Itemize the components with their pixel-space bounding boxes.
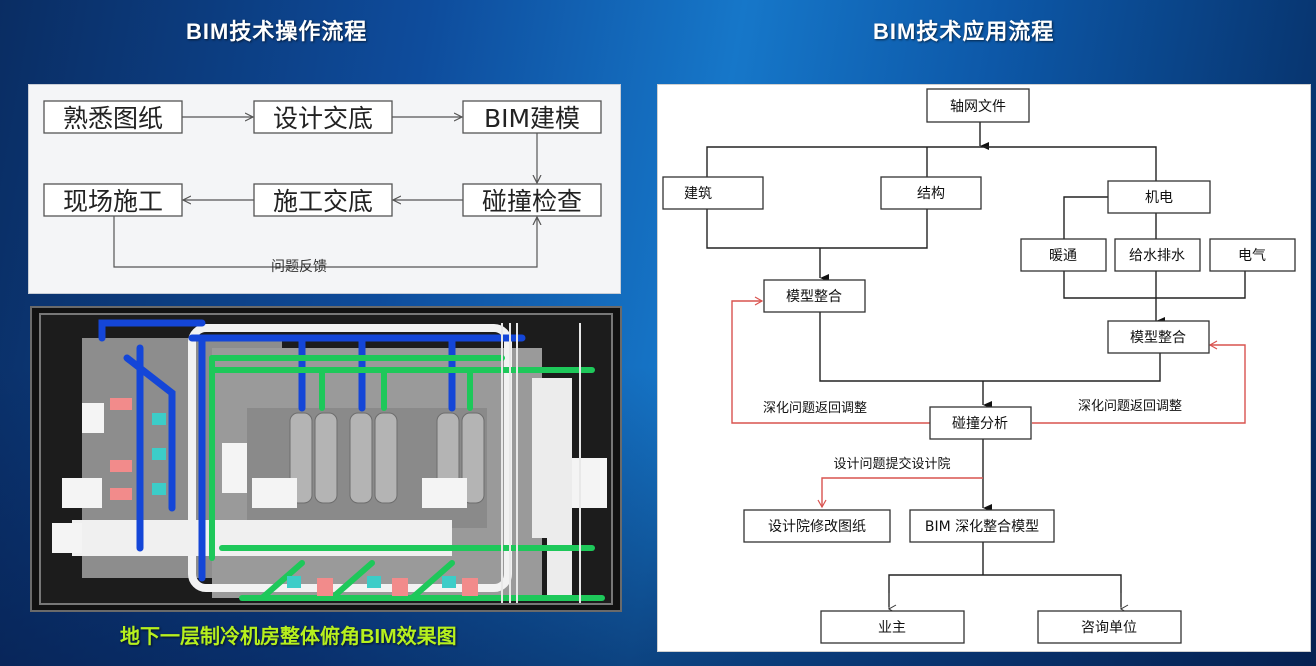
app-feedback-right-line [1032, 340, 1246, 424]
node-mep: 机电 [1107, 180, 1211, 214]
bim-render-image [30, 306, 622, 612]
label-feedback-right: 深化问题返回调整 [1078, 399, 1182, 414]
svg-text:熟悉图纸: 熟悉图纸 [63, 104, 163, 133]
svg-text:咨询单位: 咨询单位 [1081, 620, 1137, 636]
svg-text:设计院修改图纸: 设计院修改图纸 [768, 519, 866, 535]
node-owner: 业主 [820, 610, 965, 644]
ops-flow-diagram: 熟悉图纸 设计交底 BIM建模 碰撞检查 施工交底 现场施工 问题反馈 [43, 100, 602, 275]
node-merge-right: 模型整合 [1107, 320, 1210, 354]
svg-text:业主: 业主 [878, 620, 906, 636]
chiller-room-render [32, 308, 620, 610]
app-merge-left-line [819, 312, 1000, 382]
node-axis-file: 轴网文件 [926, 88, 1030, 123]
node-plumbing: 给水排水 [1114, 238, 1201, 272]
app-mep-join [1063, 271, 1246, 299]
app-flow-panel: 轴网文件 建筑 结构 机电 暖通 给水排水 电气 模型整合 模型整合 碰撞分析 … [657, 84, 1311, 652]
ops-step-2: 设计交底 [253, 100, 393, 134]
ops-step-3: BIM建模 [462, 100, 602, 134]
svg-text:给水排水: 给水排水 [1129, 248, 1185, 264]
node-design-revise: 设计院修改图纸 [743, 509, 891, 543]
app-submit-line [817, 477, 983, 509]
svg-text:BIM 深化整合模型: BIM 深化整合模型 [925, 519, 1039, 535]
node-bim-model: BIM 深化整合模型 [909, 509, 1055, 543]
node-architecture: 建筑 [662, 176, 764, 210]
render-caption: 地下一层制冷机房整体俯角BIM效果图 [120, 626, 457, 648]
app-branch-line [706, 146, 1157, 181]
node-merge-left: 模型整合 [763, 279, 866, 313]
node-electrical: 电气 [1209, 238, 1296, 272]
node-structure: 结构 [880, 176, 982, 210]
svg-text:施工交底: 施工交底 [273, 187, 373, 216]
app-join-arch-struct [706, 209, 928, 249]
app-flow-title: BIM技术应用流程 [873, 19, 1055, 44]
svg-text:暖通: 暖通 [1049, 248, 1077, 264]
ops-feedback-label: 问题反馈 [271, 259, 327, 275]
svg-text:结构: 结构 [917, 186, 945, 202]
svg-text:BIM建模: BIM建模 [484, 104, 580, 133]
svg-text:碰撞检查: 碰撞检查 [482, 187, 582, 216]
svg-text:电气: 电气 [1238, 248, 1266, 264]
node-clash-analysis: 碰撞分析 [929, 406, 1032, 440]
ops-flow-title: BIM技术操作流程 [186, 19, 368, 44]
app-merge-right-line [1000, 353, 1161, 382]
ops-step-5: 施工交底 [253, 183, 393, 217]
ops-feedback-line [113, 216, 537, 268]
node-consultant: 咨询单位 [1037, 610, 1182, 644]
svg-text:现场施工: 现场施工 [63, 187, 163, 216]
svg-text:模型整合: 模型整合 [786, 289, 842, 305]
app-flow-diagram: 轴网文件 建筑 结构 机电 暖通 给水排水 电气 模型整合 模型整合 碰撞分析 … [662, 88, 1296, 644]
ops-flow-panel: 熟悉图纸 设计交底 BIM建模 碰撞检查 施工交底 现场施工 问题反馈 [28, 84, 621, 294]
node-hvac: 暖通 [1020, 238, 1107, 272]
svg-text:模型整合: 模型整合 [1130, 330, 1186, 346]
label-feedback-left: 深化问题返回调整 [763, 401, 867, 416]
svg-text:建筑: 建筑 [684, 186, 712, 202]
svg-text:设计交底: 设计交底 [273, 104, 373, 133]
app-split-line [888, 574, 1122, 607]
app-feedback-left-line [731, 296, 930, 424]
ops-step-1: 熟悉图纸 [43, 100, 183, 134]
label-submit-design: 设计问题提交设计院 [833, 456, 950, 472]
ops-step-6: 现场施工 [43, 183, 183, 217]
svg-text:轴网文件: 轴网文件 [950, 99, 1006, 115]
ops-step-4: 碰撞检查 [462, 183, 602, 217]
app-mep-branch [1063, 196, 1108, 239]
svg-text:机电: 机电 [1145, 190, 1173, 206]
svg-text:碰撞分析: 碰撞分析 [952, 416, 1008, 432]
